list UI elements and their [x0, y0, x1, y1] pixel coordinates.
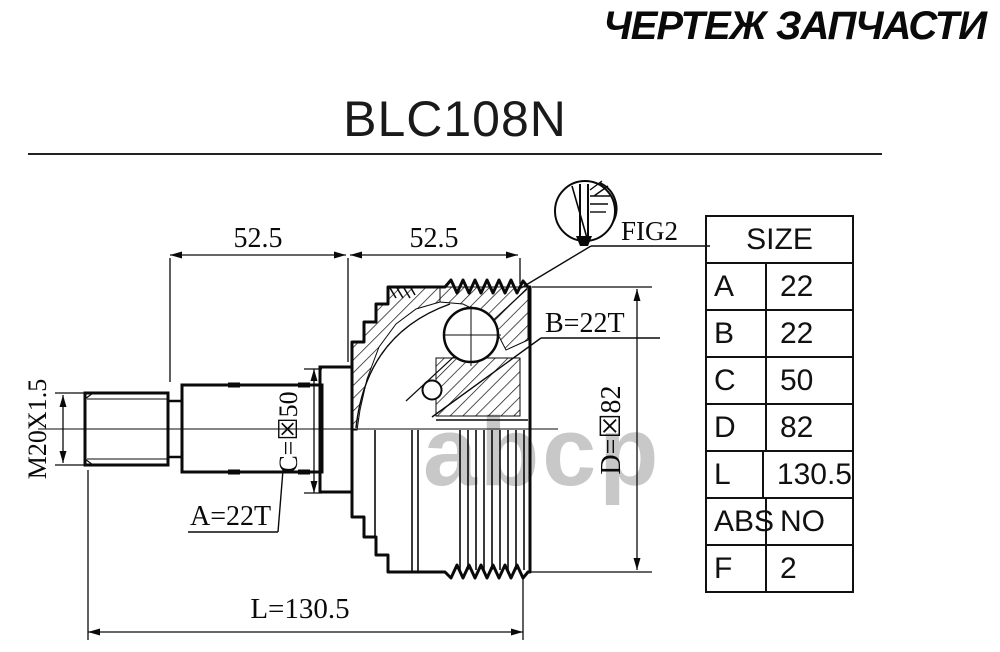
dim-lines-length [87, 470, 524, 640]
dim-spline-a-label: A=22T [190, 501, 271, 532]
table-row: F 2 [707, 546, 852, 591]
row-label: F [707, 546, 767, 591]
part-number: BLC108N [343, 91, 567, 147]
dim-arrows-thread [59, 395, 67, 463]
watermark-text: abcp [423, 397, 662, 506]
row-value: 130.5 [776, 458, 852, 491]
dim-top-left-label: 52.5 [234, 223, 283, 254]
dim-length-label: L=130.5 [250, 593, 349, 625]
row-label: L [707, 452, 764, 497]
bell-outline [350, 278, 532, 580]
spline-b-leader [431, 337, 542, 418]
row-value: 50 [780, 364, 814, 397]
dim-c-label: C=☒50 [274, 391, 303, 472]
dim-top-right-label: 52.5 [410, 223, 459, 254]
threaded-stub [83, 391, 182, 467]
row-label: A [707, 264, 767, 309]
dim-lines-c [304, 368, 322, 494]
inner-bell-surface [355, 303, 451, 429]
row-value: 22 [780, 317, 814, 350]
row-label: B [707, 311, 767, 356]
clamp-ticks [389, 287, 416, 299]
row-label: C [707, 358, 767, 403]
table-row: L 130.5 [707, 452, 852, 499]
stem-elevation-lines [374, 430, 525, 572]
table-row: D 82 [707, 405, 852, 452]
size-table-header: SIZE [707, 217, 852, 264]
spline-a-leader [277, 469, 284, 533]
dim-arrows-top [170, 251, 518, 259]
dim-arrows-length [88, 628, 523, 636]
dim-thread-label: M20X1.5 [23, 379, 52, 479]
snap-ring-section [421, 379, 443, 401]
fig2-detail-view [554, 180, 618, 246]
table-row: A 22 [707, 264, 852, 311]
table-row: C 50 [707, 358, 852, 405]
page-header-title: ЧЕРТЕЖ ЗАПЧАСТИ [603, 4, 987, 48]
row-value: 22 [780, 270, 814, 303]
dim-lines-top [169, 254, 521, 382]
table-row: B 22 [707, 311, 852, 358]
row-value: NO [780, 505, 825, 538]
title-divider [28, 153, 882, 155]
dim-spline-b-label: B=22T [545, 308, 625, 339]
row-value: 82 [780, 411, 814, 444]
row-value: 2 [780, 552, 797, 585]
dim-arrows-c [310, 369, 318, 493]
row-label: ABS [707, 499, 774, 544]
inner-race-section [435, 357, 521, 417]
table-row: ABS NO [707, 499, 852, 546]
size-table: SIZE A 22 B 22 C 50 D 82 L 130.5 ABS NO … [705, 215, 854, 593]
dim-arrows-d [633, 289, 641, 570]
dim-lines-d [528, 286, 652, 573]
row-label: D [707, 405, 767, 450]
fig2-label: FIG2 [621, 216, 678, 246]
section-wall-left [351, 286, 441, 431]
dim-d-label: D=☒82 [596, 385, 627, 474]
spline-shaft-a [180, 382, 324, 475]
fig2-leader [520, 245, 592, 289]
